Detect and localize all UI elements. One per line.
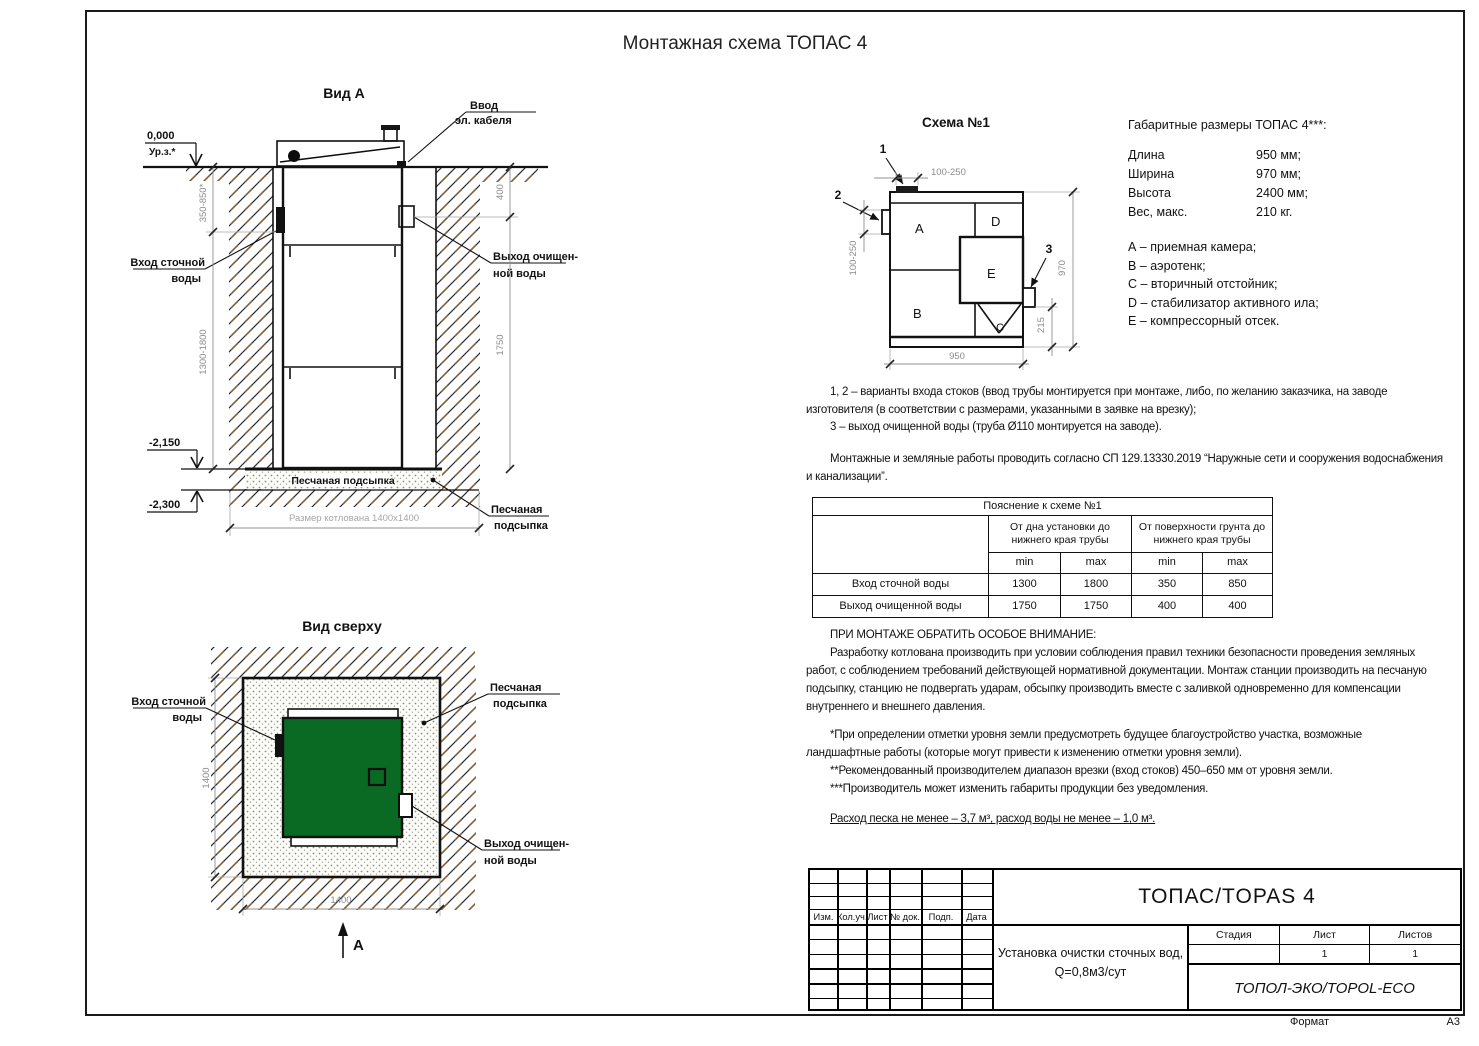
section-mark: А xyxy=(353,937,364,954)
scheme-dim-height: 970 xyxy=(1057,260,1068,276)
compartment-d: D xyxy=(991,214,1000,229)
callout-notes: 1, 2 – варианты входа стоков (ввод трубы… xyxy=(806,386,1388,434)
dim-inlet-surface: 350-850* xyxy=(198,183,209,222)
tank-body xyxy=(281,165,404,470)
pit-wall-right-hatch xyxy=(436,167,480,491)
attention-title: ПРИ МОНТАЖЕ ОБРАТИТЬ ОСОБОЕ ВНИМАНИЕ: xyxy=(830,629,1097,641)
pit-bottom-hatch xyxy=(229,490,480,507)
compartment-c: С xyxy=(996,322,1004,334)
consumption-note: Расход песка не менее – 3,7 м³, расход в… xyxy=(830,813,1156,825)
table-row: Выход очищенной воды 1750 1750 400 400 xyxy=(812,595,1273,618)
dim-outlet-bottom: 1750 xyxy=(495,334,506,355)
scheme-inlet-side-marker xyxy=(881,209,891,235)
callout-1: 1 xyxy=(880,142,887,156)
pit-size-label: Размер котлована 1400х1400 xyxy=(289,513,419,524)
sheet-label: Лист xyxy=(1280,926,1371,944)
table-group-1: От дна установки до нижнего края трубы xyxy=(988,515,1132,553)
explanation-table: Пояснение к схеме №1 От дна установки до… xyxy=(812,497,1273,618)
outlet-label: Выход очищен- xyxy=(493,251,578,263)
svg-text:подсыпка: подсыпка xyxy=(493,698,548,710)
scheme-dim-top: 100-250 xyxy=(931,167,966,178)
product-description: Установка очистки сточных вод, Q=0,8м3/с… xyxy=(994,926,1189,1009)
company-name: ТОПОЛ-ЭКО/TOPOL-ECO xyxy=(1234,979,1415,997)
scheme-dim-offset: 215 xyxy=(1036,317,1047,333)
level-pit-bottom: -2,300 xyxy=(149,499,180,511)
dim-inlet-bottom: 1300-1800 xyxy=(198,329,209,374)
scheme-dim-left: 100-250 xyxy=(848,241,859,276)
lid-hatch-cover xyxy=(288,150,300,162)
inlet-pipe-top xyxy=(275,734,284,757)
outlet-pipe-top xyxy=(398,793,413,818)
view-a-title: Вид А xyxy=(323,85,365,101)
format-note: Формат А3 xyxy=(1290,1016,1460,1028)
sheet-value: 1 xyxy=(1280,945,1371,963)
compartment-a: А xyxy=(915,221,924,236)
svg-text:воды: воды xyxy=(171,273,201,285)
inlet-label-top: Вход сточной xyxy=(131,696,206,708)
section-arrow xyxy=(338,922,348,936)
product-name: ТОПАС/TOPAS 4 xyxy=(994,870,1460,926)
scheme-outlet-marker xyxy=(1022,287,1036,308)
callout-3: 3 xyxy=(1046,242,1053,256)
tank-lid xyxy=(276,140,405,167)
specs-title: Габаритные размеры ТОПАС 4***: xyxy=(1128,118,1327,132)
spec-row: Вес, макс.210 кг. xyxy=(1128,205,1293,219)
scheme-dim-width: 950 xyxy=(949,351,965,362)
dim-pit-width: 1400 xyxy=(330,895,351,906)
svg-text:воды: воды xyxy=(172,712,202,724)
inlet-pipe xyxy=(276,207,285,233)
dim-pit-height: 1400 xyxy=(201,767,212,788)
regulation-note: Монтажные и земляные работы проводить со… xyxy=(806,453,1443,483)
sand-label-top: Песчаная xyxy=(490,682,541,694)
level-zero: 0,000 xyxy=(147,130,175,142)
svg-text:Ур.з.*: Ур.з.* xyxy=(149,147,175,158)
cable-entry-point xyxy=(397,161,406,168)
compartment-e: Е xyxy=(987,266,996,281)
pit-wall-left-hatch xyxy=(229,167,273,491)
lid-handle xyxy=(367,767,387,787)
compartment-b: В xyxy=(913,306,922,321)
svg-text:эл. кабеля: эл. кабеля xyxy=(455,115,512,127)
sheet-info: Стадия Лист Листов 1 1 ТОПОЛ-ЭКО/TOPOL-E… xyxy=(1189,926,1460,1009)
tank-lid-top xyxy=(281,716,404,839)
sheet-frame xyxy=(85,10,1465,1016)
callout-2: 2 xyxy=(835,188,842,202)
scheme-title: Схема №1 xyxy=(922,115,990,130)
title-block: Изм. Кол.уч. Лист № док. Подп. Дата ТОПА… xyxy=(808,868,1462,1011)
inlet-label: Вход сточной xyxy=(130,257,205,269)
level-tank-bottom: -2,150 xyxy=(149,437,180,449)
page-title: Монтажная схема ТОПАС 4 xyxy=(622,33,868,54)
svg-text:ной воды: ной воды xyxy=(493,268,546,280)
top-view-title: Вид сверху xyxy=(302,618,382,634)
sheets-label: Листов xyxy=(1398,929,1433,941)
compartment-legend: А – приемная камера; В – аэротенк; С – в… xyxy=(1128,240,1319,328)
table-group-2: От поверхности грунта до нижнего края тр… xyxy=(1131,515,1273,553)
scheme-inlet-top-marker xyxy=(896,186,918,193)
cable-entry-label: Ввод xyxy=(470,100,498,112)
scheme-1-drawing: Схема №1 А В С D Е 1 2 3 xyxy=(835,115,1080,370)
dim-outlet-surface: 400 xyxy=(495,184,506,200)
stage-label: Стадия xyxy=(1189,926,1280,944)
svg-text:подсыпка: подсыпка xyxy=(494,520,549,532)
table-title: Пояснение к схеме №1 xyxy=(812,497,1273,516)
revision-table: Изм. Кол.уч. Лист № док. Подп. Дата xyxy=(810,870,994,1009)
sand-label: Песчаная xyxy=(491,504,542,516)
view-a-drawing: Вид А Песчаная подсыпка xyxy=(130,85,578,536)
sand-band-label: Песчаная подсыпка xyxy=(291,475,395,487)
outlet-label-top: Выход очищен- xyxy=(484,838,569,850)
attention-block: ПРИ МОНТАЖЕ ОБРАТИТЬ ОСОБОЕ ВНИМАНИЕ: Ра… xyxy=(806,626,1474,828)
top-view-drawing: Вид сверху 1400 1400 xyxy=(131,618,569,958)
sheets-value: 1 xyxy=(1412,948,1419,960)
outlet-pipe xyxy=(398,205,415,228)
svg-text:ной воды: ной воды xyxy=(484,855,537,867)
table-row: Вход сточной воды 1300 1800 350 850 xyxy=(812,573,1273,596)
